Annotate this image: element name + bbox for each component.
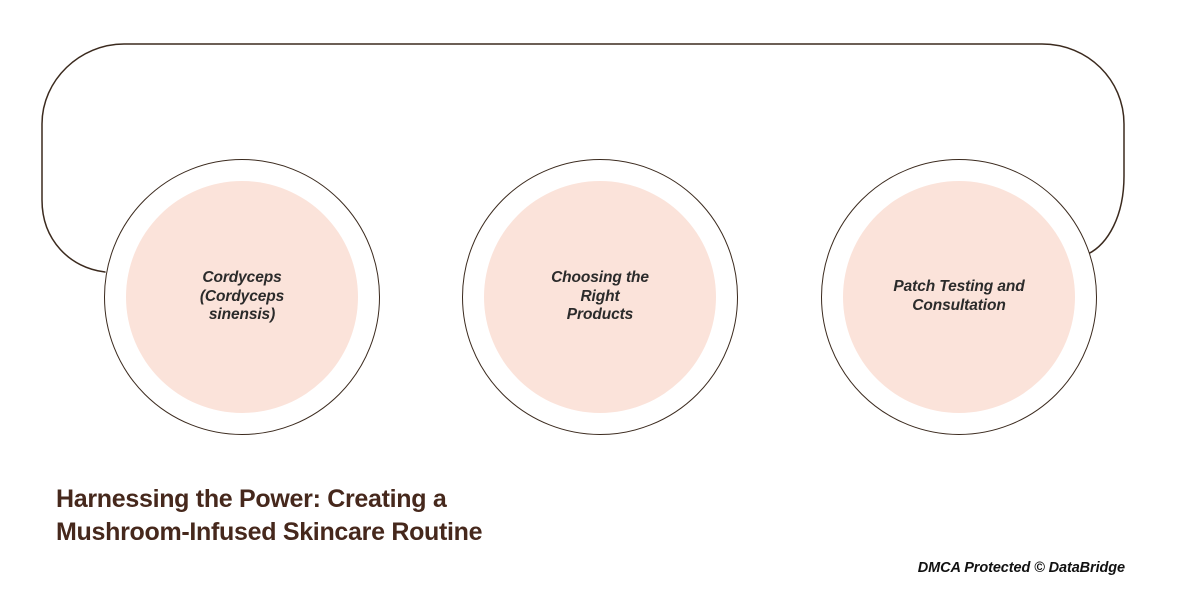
process-node-1[interactable]: Cordyceps (Cordyceps sinensis) [104, 159, 380, 435]
process-node-2[interactable]: Choosing the Right Products [462, 159, 738, 435]
process-node-3-label: Patch Testing and Consultation [893, 278, 1025, 314]
process-node-2-fill: Choosing the Right Products [484, 181, 716, 413]
copyright-footer: DMCA Protected © DataBridge [917, 560, 1125, 576]
page-title: Harnessing the Power: Creating a Mushroo… [56, 485, 483, 546]
process-node-1-label: Cordyceps (Cordyceps sinensis) [199, 268, 285, 324]
process-node-3-fill: Patch Testing and Consultation [843, 181, 1075, 413]
process-node-1-fill: Cordyceps (Cordyceps sinensis) [126, 181, 358, 413]
process-node-2-label: Choosing the Right Products [551, 268, 649, 324]
process-node-3[interactable]: Patch Testing and Consultation [821, 159, 1097, 435]
